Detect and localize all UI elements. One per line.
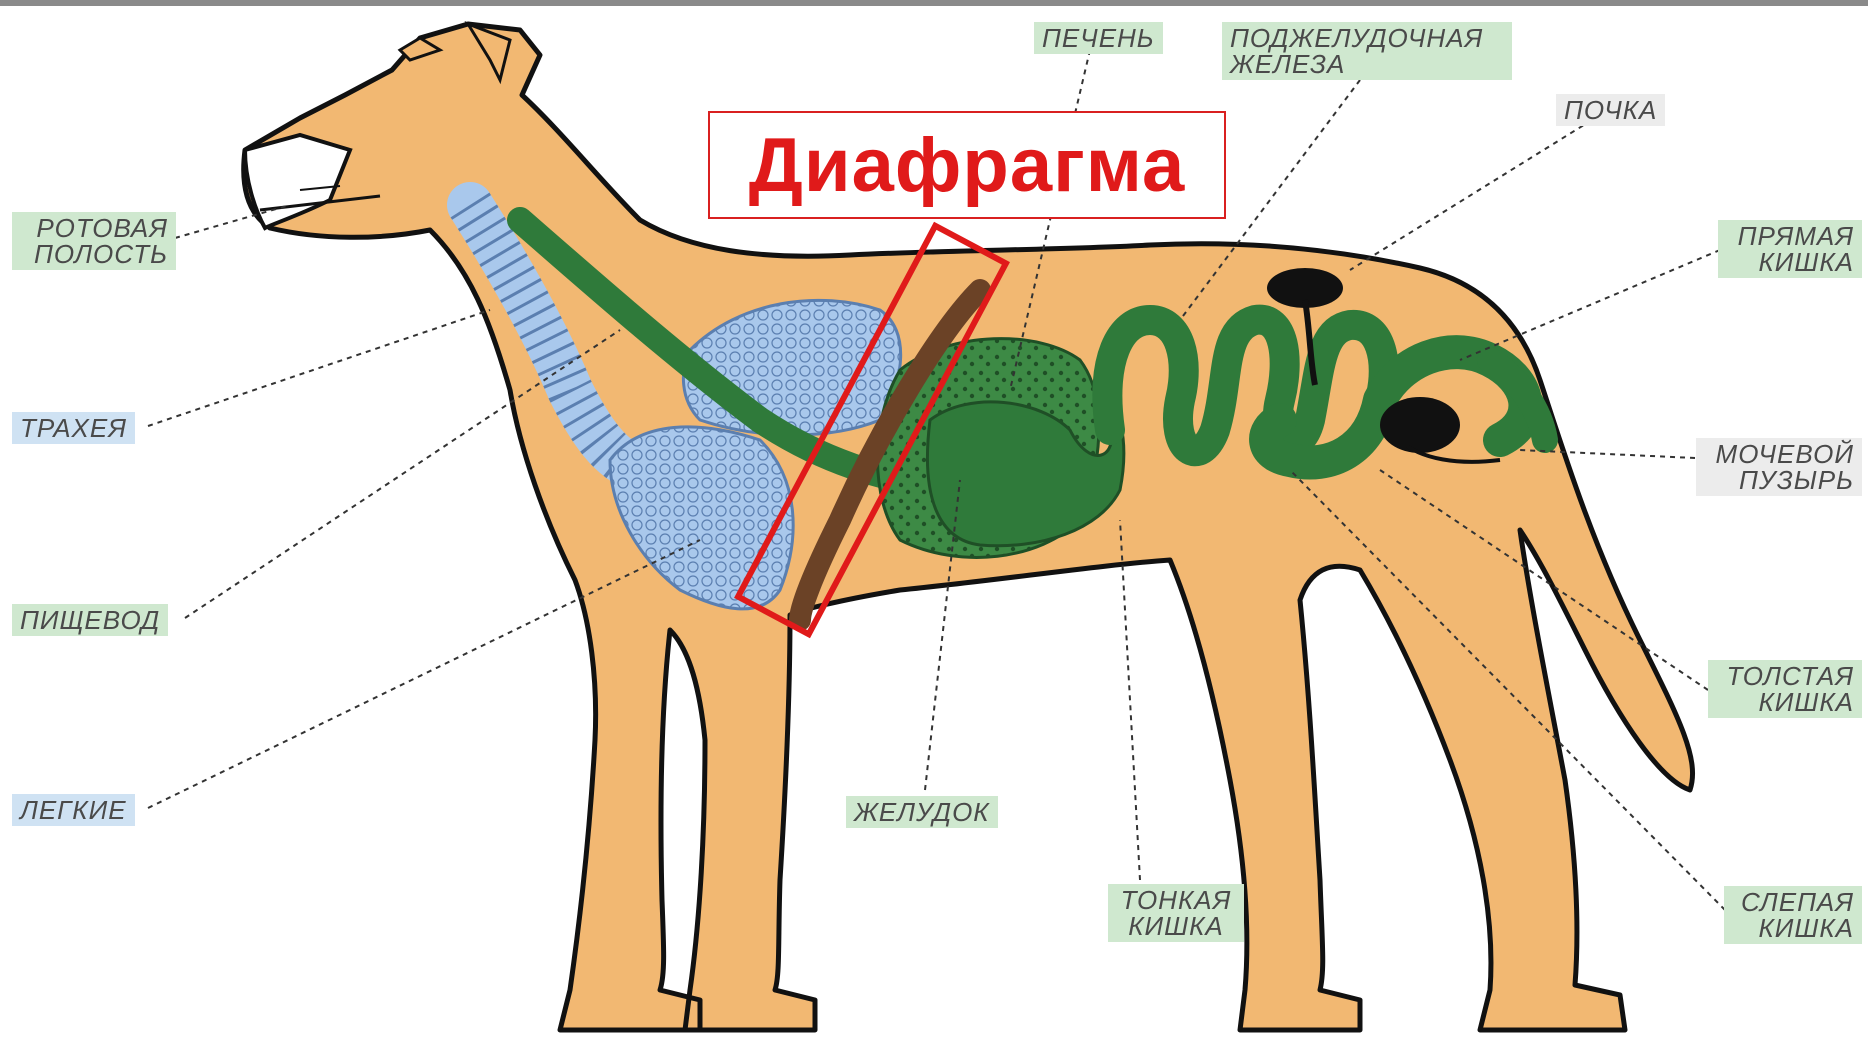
label-liver: ПЕЧЕНЬ [1034, 22, 1163, 54]
label-stomach: ЖЕЛУДОК [846, 796, 998, 828]
label-esophagus: ПИЩЕВОД [12, 604, 168, 636]
label-lungs: ЛЕГКИЕ [12, 794, 135, 826]
bladder [1380, 397, 1460, 453]
label-trachea: ТРАХЕЯ [12, 412, 135, 444]
label-kidney: ПОЧКА [1556, 94, 1665, 126]
diaphragm-callout: Диафрагма [708, 111, 1226, 219]
diaphragm-title: Диафрагма [749, 122, 1185, 209]
